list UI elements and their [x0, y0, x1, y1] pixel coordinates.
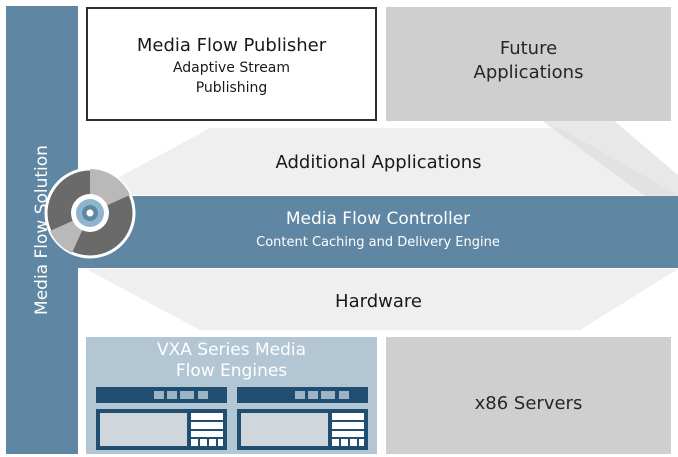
publisher-subtitle-line2: Publishing	[195, 80, 268, 96]
publisher-title: Media Flow Publisher	[136, 35, 327, 56]
vxa-label-line1: VXA Series Media	[156, 340, 307, 360]
publisher-box	[86, 7, 377, 121]
server-appliance-icon	[237, 387, 368, 450]
x86-servers-label: x86 Servers	[474, 393, 583, 414]
controller-subtitle: Content Caching and Delivery Engine	[256, 235, 500, 250]
future-applications-box	[386, 7, 671, 121]
future-label-line1: Future	[499, 38, 558, 59]
additional-applications-label: Additional Applications	[275, 152, 482, 173]
publisher-subtitle-line1: Adaptive Stream	[172, 60, 291, 76]
disc-icon	[44, 167, 136, 259]
vxa-label-line2: Flow Engines	[175, 361, 288, 381]
controller-band	[78, 196, 678, 268]
future-label-line2: Applications	[473, 62, 584, 83]
hardware-label: Hardware	[335, 291, 422, 312]
controller-title: Media Flow Controller	[285, 209, 471, 229]
x86-servers-box	[386, 337, 671, 454]
server-appliance-icon	[96, 387, 227, 450]
